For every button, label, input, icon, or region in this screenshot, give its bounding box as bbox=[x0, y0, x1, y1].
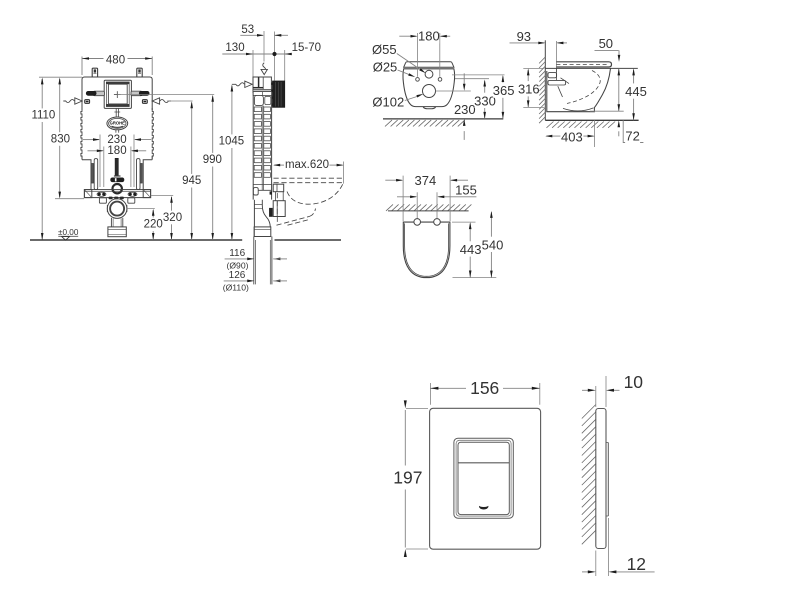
svg-text:50: 50 bbox=[599, 36, 613, 51]
svg-text:Ø25: Ø25 bbox=[373, 59, 398, 74]
svg-text:374: 374 bbox=[415, 173, 437, 188]
svg-text:830: 830 bbox=[51, 133, 70, 145]
svg-text:53: 53 bbox=[241, 24, 254, 36]
svg-text:316: 316 bbox=[518, 82, 540, 97]
svg-text:126: 126 bbox=[229, 270, 246, 281]
svg-text:403: 403 bbox=[561, 130, 583, 145]
svg-text:10: 10 bbox=[624, 372, 644, 392]
svg-text:max.620: max.620 bbox=[285, 159, 329, 171]
svg-text:480: 480 bbox=[106, 54, 125, 66]
svg-text:±0.00: ±0.00 bbox=[58, 228, 79, 237]
svg-text:540: 540 bbox=[482, 237, 504, 252]
svg-text:15-70: 15-70 bbox=[292, 42, 321, 54]
svg-text:Ø102: Ø102 bbox=[372, 94, 404, 109]
svg-text:GROHE: GROHE bbox=[110, 121, 126, 126]
svg-text:130: 130 bbox=[225, 42, 244, 54]
svg-text:330: 330 bbox=[474, 93, 496, 108]
svg-text:230: 230 bbox=[107, 134, 126, 146]
svg-text:1045: 1045 bbox=[219, 136, 245, 148]
svg-text:155: 155 bbox=[455, 183, 477, 198]
svg-text:1110: 1110 bbox=[31, 110, 55, 122]
svg-text:93: 93 bbox=[517, 29, 531, 44]
svg-text:116: 116 bbox=[229, 248, 245, 259]
svg-text:990: 990 bbox=[203, 154, 222, 166]
svg-text:320: 320 bbox=[163, 212, 182, 224]
svg-text:945: 945 bbox=[182, 175, 201, 187]
svg-text:220: 220 bbox=[144, 219, 163, 231]
svg-text:365: 365 bbox=[493, 83, 515, 98]
svg-text:Ø55: Ø55 bbox=[372, 42, 397, 57]
svg-text:12: 12 bbox=[627, 554, 646, 574]
svg-text:230: 230 bbox=[454, 102, 476, 117]
svg-text:156: 156 bbox=[470, 378, 499, 398]
svg-text:72: 72 bbox=[625, 129, 639, 144]
svg-text:(Ø90): (Ø90) bbox=[227, 260, 249, 270]
svg-text:180: 180 bbox=[418, 29, 440, 44]
svg-text:197: 197 bbox=[393, 468, 422, 488]
svg-text:(Ø110): (Ø110) bbox=[223, 283, 249, 293]
svg-text:180: 180 bbox=[107, 145, 126, 157]
svg-text:445: 445 bbox=[625, 84, 647, 99]
svg-text:443: 443 bbox=[460, 242, 482, 257]
